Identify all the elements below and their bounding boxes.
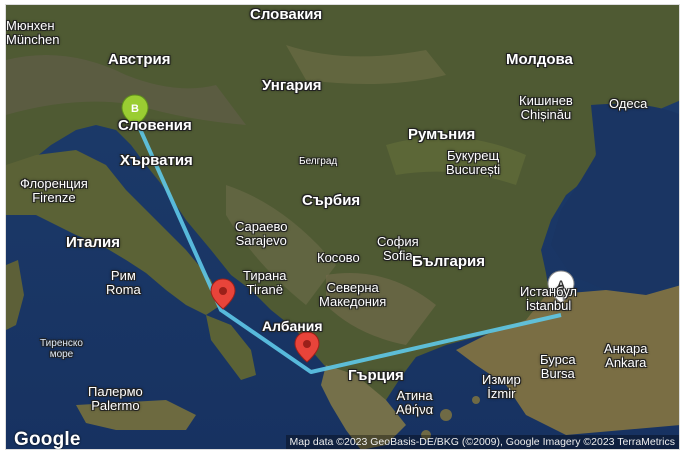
label-greece: Гърция xyxy=(348,367,404,384)
label-bulgaria: България xyxy=(412,253,485,270)
svg-text:B: B xyxy=(131,103,139,115)
label-hungary: Унгария xyxy=(262,77,322,94)
end-marker-b[interactable]: B xyxy=(121,94,149,128)
label-austria: Австрия xyxy=(108,51,171,68)
svg-text:A: A xyxy=(557,279,565,291)
map-attribution[interactable]: Map data ©2023 GeoBasis-DE/BKG (©2009), … xyxy=(285,435,679,449)
label-odesa: Одеса xyxy=(609,96,648,111)
stop-marker[interactable] xyxy=(210,278,236,310)
stop-marker[interactable] xyxy=(294,331,320,363)
label-kosovo: Косово xyxy=(317,250,360,265)
label-slovakia: Словакия xyxy=(250,6,323,23)
label-albania: Албания xyxy=(262,318,323,334)
route-line xyxy=(134,119,562,374)
label-italy: Италия xyxy=(66,234,120,251)
google-logo: Google xyxy=(14,429,81,450)
label-belgrade: Белград xyxy=(299,156,338,167)
label-slovenia: Словения xyxy=(118,117,192,134)
label-moldova: Молдова xyxy=(506,51,573,68)
label-serbia: Сърбия xyxy=(302,192,361,209)
label-romania: Румъния xyxy=(408,126,476,143)
label-croatia: Хърватия xyxy=(120,152,193,169)
start-marker-a[interactable]: A xyxy=(547,270,575,304)
satellite-imagery: B A xyxy=(6,5,679,449)
